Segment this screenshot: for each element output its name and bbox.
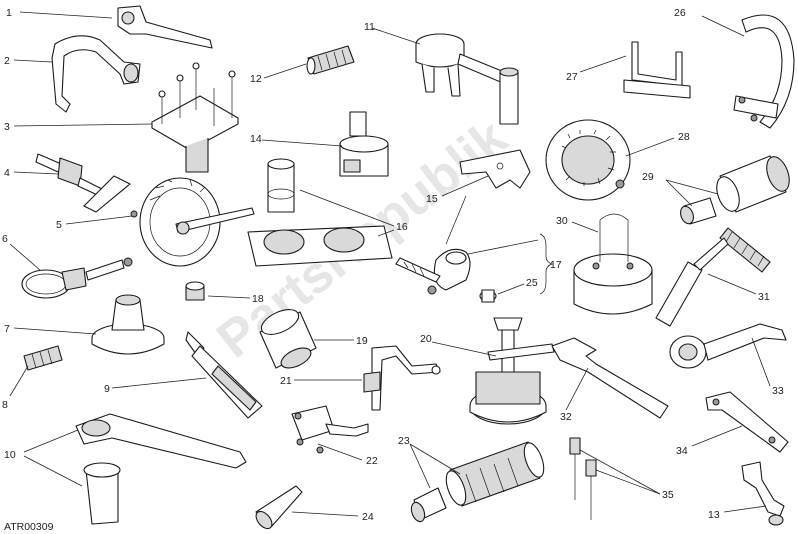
diagram-code: ATR00309 bbox=[4, 521, 54, 533]
tool-21-bracket bbox=[294, 345, 441, 411]
tool-10-spanner-socket bbox=[23, 413, 247, 525]
callout-15: 15 bbox=[426, 193, 438, 205]
callout-1: 1 bbox=[6, 7, 12, 19]
callout-34: 34 bbox=[676, 445, 688, 457]
callout-26: 26 bbox=[674, 7, 686, 19]
tool-31-roller-handle bbox=[655, 227, 771, 327]
callout-33: 33 bbox=[772, 385, 784, 397]
callout-22: 22 bbox=[366, 455, 378, 467]
callout-3: 3 bbox=[4, 121, 10, 133]
tool-35-pins bbox=[569, 437, 661, 520]
callout-20: 20 bbox=[420, 333, 432, 345]
tool-28-ring-plate bbox=[545, 119, 675, 201]
tool-19-socket bbox=[259, 309, 354, 369]
callout-10: 10 bbox=[4, 449, 16, 461]
tool-34-flat-arm bbox=[691, 391, 789, 453]
callout-7: 7 bbox=[4, 323, 10, 335]
callout-2: 2 bbox=[4, 55, 10, 67]
callout-18: 18 bbox=[252, 293, 264, 305]
callout-4: 4 bbox=[4, 167, 10, 179]
tool-8-threaded-stud bbox=[9, 345, 63, 397]
callout-27: 27 bbox=[566, 71, 578, 83]
tool-30-cup bbox=[571, 213, 653, 315]
callout-31: 31 bbox=[758, 291, 770, 303]
callout-16: 16 bbox=[396, 221, 408, 233]
tool-33-ring-wrench bbox=[669, 323, 787, 387]
tool-5-degree-wheel bbox=[65, 177, 255, 267]
callout-23: 23 bbox=[398, 435, 410, 447]
callout-29: 29 bbox=[642, 171, 654, 183]
callout-30: 30 bbox=[556, 215, 568, 227]
callout-25: 25 bbox=[526, 277, 538, 289]
tool-6-strap-wrench bbox=[9, 243, 133, 299]
tool-25-pivot bbox=[479, 283, 525, 303]
tool-23-knurled-grip bbox=[409, 441, 545, 523]
tool-32-c-spanner bbox=[551, 337, 669, 419]
callout-24: 24 bbox=[362, 511, 374, 523]
tool-4-t-handle bbox=[13, 153, 131, 213]
tool-16-spline-plate bbox=[247, 158, 395, 267]
tool-15-gauge-plate bbox=[441, 149, 531, 197]
tool-14-driver bbox=[261, 111, 389, 177]
callout-6: 6 bbox=[2, 233, 8, 245]
tool-26-arc-holder bbox=[701, 14, 795, 129]
callout-8: 8 bbox=[2, 399, 8, 411]
tool-1-spanner bbox=[19, 5, 213, 49]
callout-labels: 1 2 3 4 5 6 7 8 9 10 11 12 13 14 15 16 1… bbox=[2, 7, 784, 523]
tool-13-small-hook bbox=[723, 461, 785, 526]
callout-9: 9 bbox=[104, 383, 110, 395]
tool-3-pin-stand bbox=[13, 62, 239, 173]
callout-13: 13 bbox=[708, 509, 720, 521]
tool-27-u-bracket bbox=[579, 41, 691, 99]
callout-5: 5 bbox=[56, 219, 62, 231]
callout-17: 17 bbox=[550, 259, 562, 271]
tool-12-knurled-plug bbox=[263, 45, 355, 79]
tool-11-puller bbox=[371, 27, 519, 125]
tool-7-cup-base bbox=[13, 294, 165, 355]
tool-29-sleeve bbox=[665, 155, 790, 225]
tool-18-small-plug bbox=[185, 281, 251, 301]
tool-9-drift-pin bbox=[111, 331, 263, 419]
tool-17-tensioner bbox=[395, 195, 554, 295]
callout-35: 35 bbox=[662, 489, 674, 501]
tool-2-hook-bracket bbox=[13, 35, 141, 113]
callout-19: 19 bbox=[356, 335, 368, 347]
callout-28: 28 bbox=[678, 131, 690, 143]
tool-22-clamp bbox=[291, 405, 369, 461]
tool-24-cone bbox=[255, 485, 359, 530]
callout-21: 21 bbox=[280, 375, 292, 387]
callout-11: 11 bbox=[364, 21, 375, 33]
callout-12: 12 bbox=[250, 73, 262, 85]
callout-32: 32 bbox=[560, 411, 572, 423]
callout-14: 14 bbox=[250, 133, 262, 145]
tool-20-lock-stand bbox=[431, 317, 555, 425]
